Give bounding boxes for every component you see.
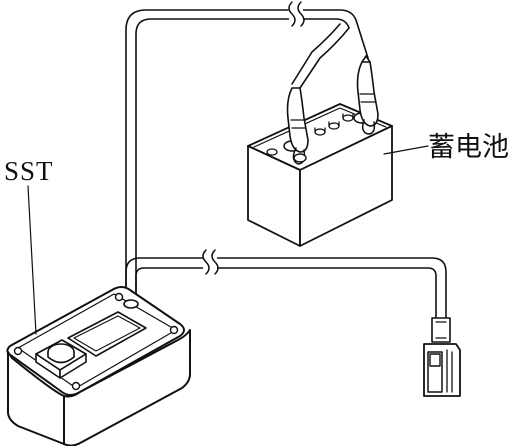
connector-plug-icon [423,317,461,397]
upper-test-cable [125,9,369,301]
battery-label-leader [383,145,429,155]
sst-label-leader [27,185,37,335]
sst-label: SST [4,156,54,186]
battery-icon [247,103,393,247]
cable-break-mark-upper [288,1,305,27]
battery-clamp-right [356,55,379,135]
cable-break-mark-lower [202,249,219,275]
lower-connector-cable [125,257,447,331]
battery-clamp-left [286,87,309,165]
sst-tester-box [6,286,191,446]
battery-label: 蓄电池 [428,132,509,163]
